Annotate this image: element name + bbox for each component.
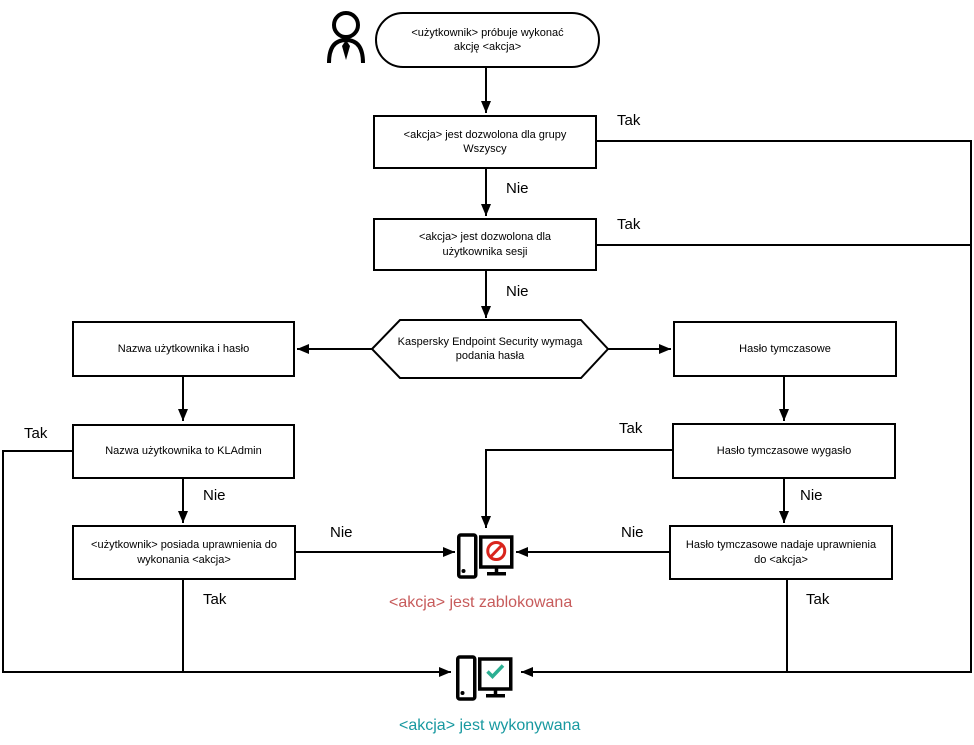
edge-label-allowed-group-no: Nie [506, 180, 529, 197]
node-temp-grants-label: Hasło tymczasowe nadaje uprawnienia do <… [685, 539, 877, 566]
node-user-has-rights-label: <użytkownik> posiada uprawnienia do wyko… [91, 539, 277, 566]
node-username-password: Nazwa użytkownika i hasło [72, 321, 295, 377]
edge-label-temp-expired-yes: Tak [619, 420, 643, 437]
node-username-kladmin-label: Nazwa użytkownika to KLAdmin [105, 445, 262, 458]
edge-label-allowed-group-yes: Tak [617, 112, 641, 129]
edge-label-temp-grants-yes: Tak [806, 591, 830, 608]
prohibited-icon [486, 541, 507, 561]
edge-allowed-group-yes [521, 140, 972, 677]
edge-temp-expired-yes [481, 449, 672, 528]
edge-label-temp-expired-no: Nie [800, 487, 823, 504]
user-icon [327, 11, 365, 64]
edge-label-kladmin-yes: Tak [24, 425, 48, 442]
node-allowed-group-label: <akcja> jest dozwolona dla grupy Wszyscy [403, 128, 567, 155]
check-icon [486, 664, 505, 680]
node-start-label: <użytkownik> próbuje wykonać akcję <akcj… [411, 26, 564, 53]
action-performed-computer-icon [456, 655, 513, 701]
node-password-required: Kaspersky Endpoint Security wymaga podan… [385, 322, 595, 376]
edge-label-allowed-session-yes: Tak [617, 216, 641, 233]
edge-label-temp-grants-no: Nie [621, 524, 644, 541]
connector-lines [2, 68, 972, 677]
edge-label-user-rights-yes: Tak [203, 591, 227, 608]
performed-result-label: <akcja> jest wykonywana [399, 717, 581, 734]
node-temp-expired-label: Hasło tymczasowe wygasło [716, 444, 852, 457]
node-user-has-rights: <użytkownik> posiada uprawnienia do wyko… [72, 525, 296, 580]
node-allowed-group: <akcja> jest dozwolona dla grupy Wszyscy [373, 115, 597, 169]
node-start: <użytkownik> próbuje wykonać akcję <akcj… [375, 12, 600, 68]
edge-label-user-rights-no: Nie [330, 524, 353, 541]
decision-hexagon [370, 319, 610, 379]
edge-label-kladmin-no: Nie [203, 487, 226, 504]
node-temp-password-label: Hasło tymczasowe [739, 342, 831, 355]
node-temp-password: Hasło tymczasowe [673, 321, 897, 377]
node-username-password-label: Nazwa użytkownika i hasło [117, 342, 250, 355]
node-username-kladmin: Nazwa użytkownika to KLAdmin [72, 424, 295, 479]
node-allowed-session-label: <akcja> jest dozwolona dla użytkownika s… [418, 231, 552, 258]
edge-label-allowed-session-no: Nie [506, 283, 529, 300]
node-temp-grants: Hasło tymczasowe nadaje uprawnienia do <… [669, 525, 893, 580]
node-allowed-session: <akcja> jest dozwolona dla użytkownika s… [373, 218, 597, 271]
action-blocked-computer-icon [457, 533, 514, 579]
node-temp-expired: Hasło tymczasowe wygasło [672, 423, 896, 479]
blocked-result-label: <akcja> jest zablokowana [389, 594, 573, 611]
node-password-required-label: Kaspersky Endpoint Security wymaga podan… [397, 335, 583, 362]
edge-kladmin-yes [2, 450, 451, 677]
